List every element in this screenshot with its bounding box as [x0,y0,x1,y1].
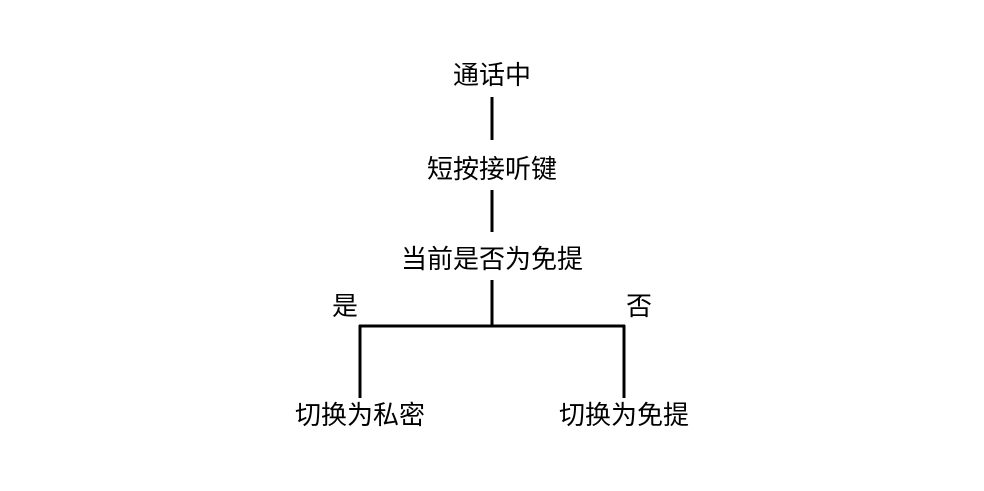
edge-label-yes: 是 [331,292,359,322]
node-is-handsfree-decision: 当前是否为免提 [400,245,584,275]
node-switch-to-private: 切换为私密 [294,401,426,431]
node-short-press-answer-key: 短按接听键 [426,155,558,185]
node-switch-to-handsfree: 切换为免提 [558,401,690,431]
node-in-call: 通话中 [452,61,532,91]
edge-label-no: 否 [625,292,653,322]
